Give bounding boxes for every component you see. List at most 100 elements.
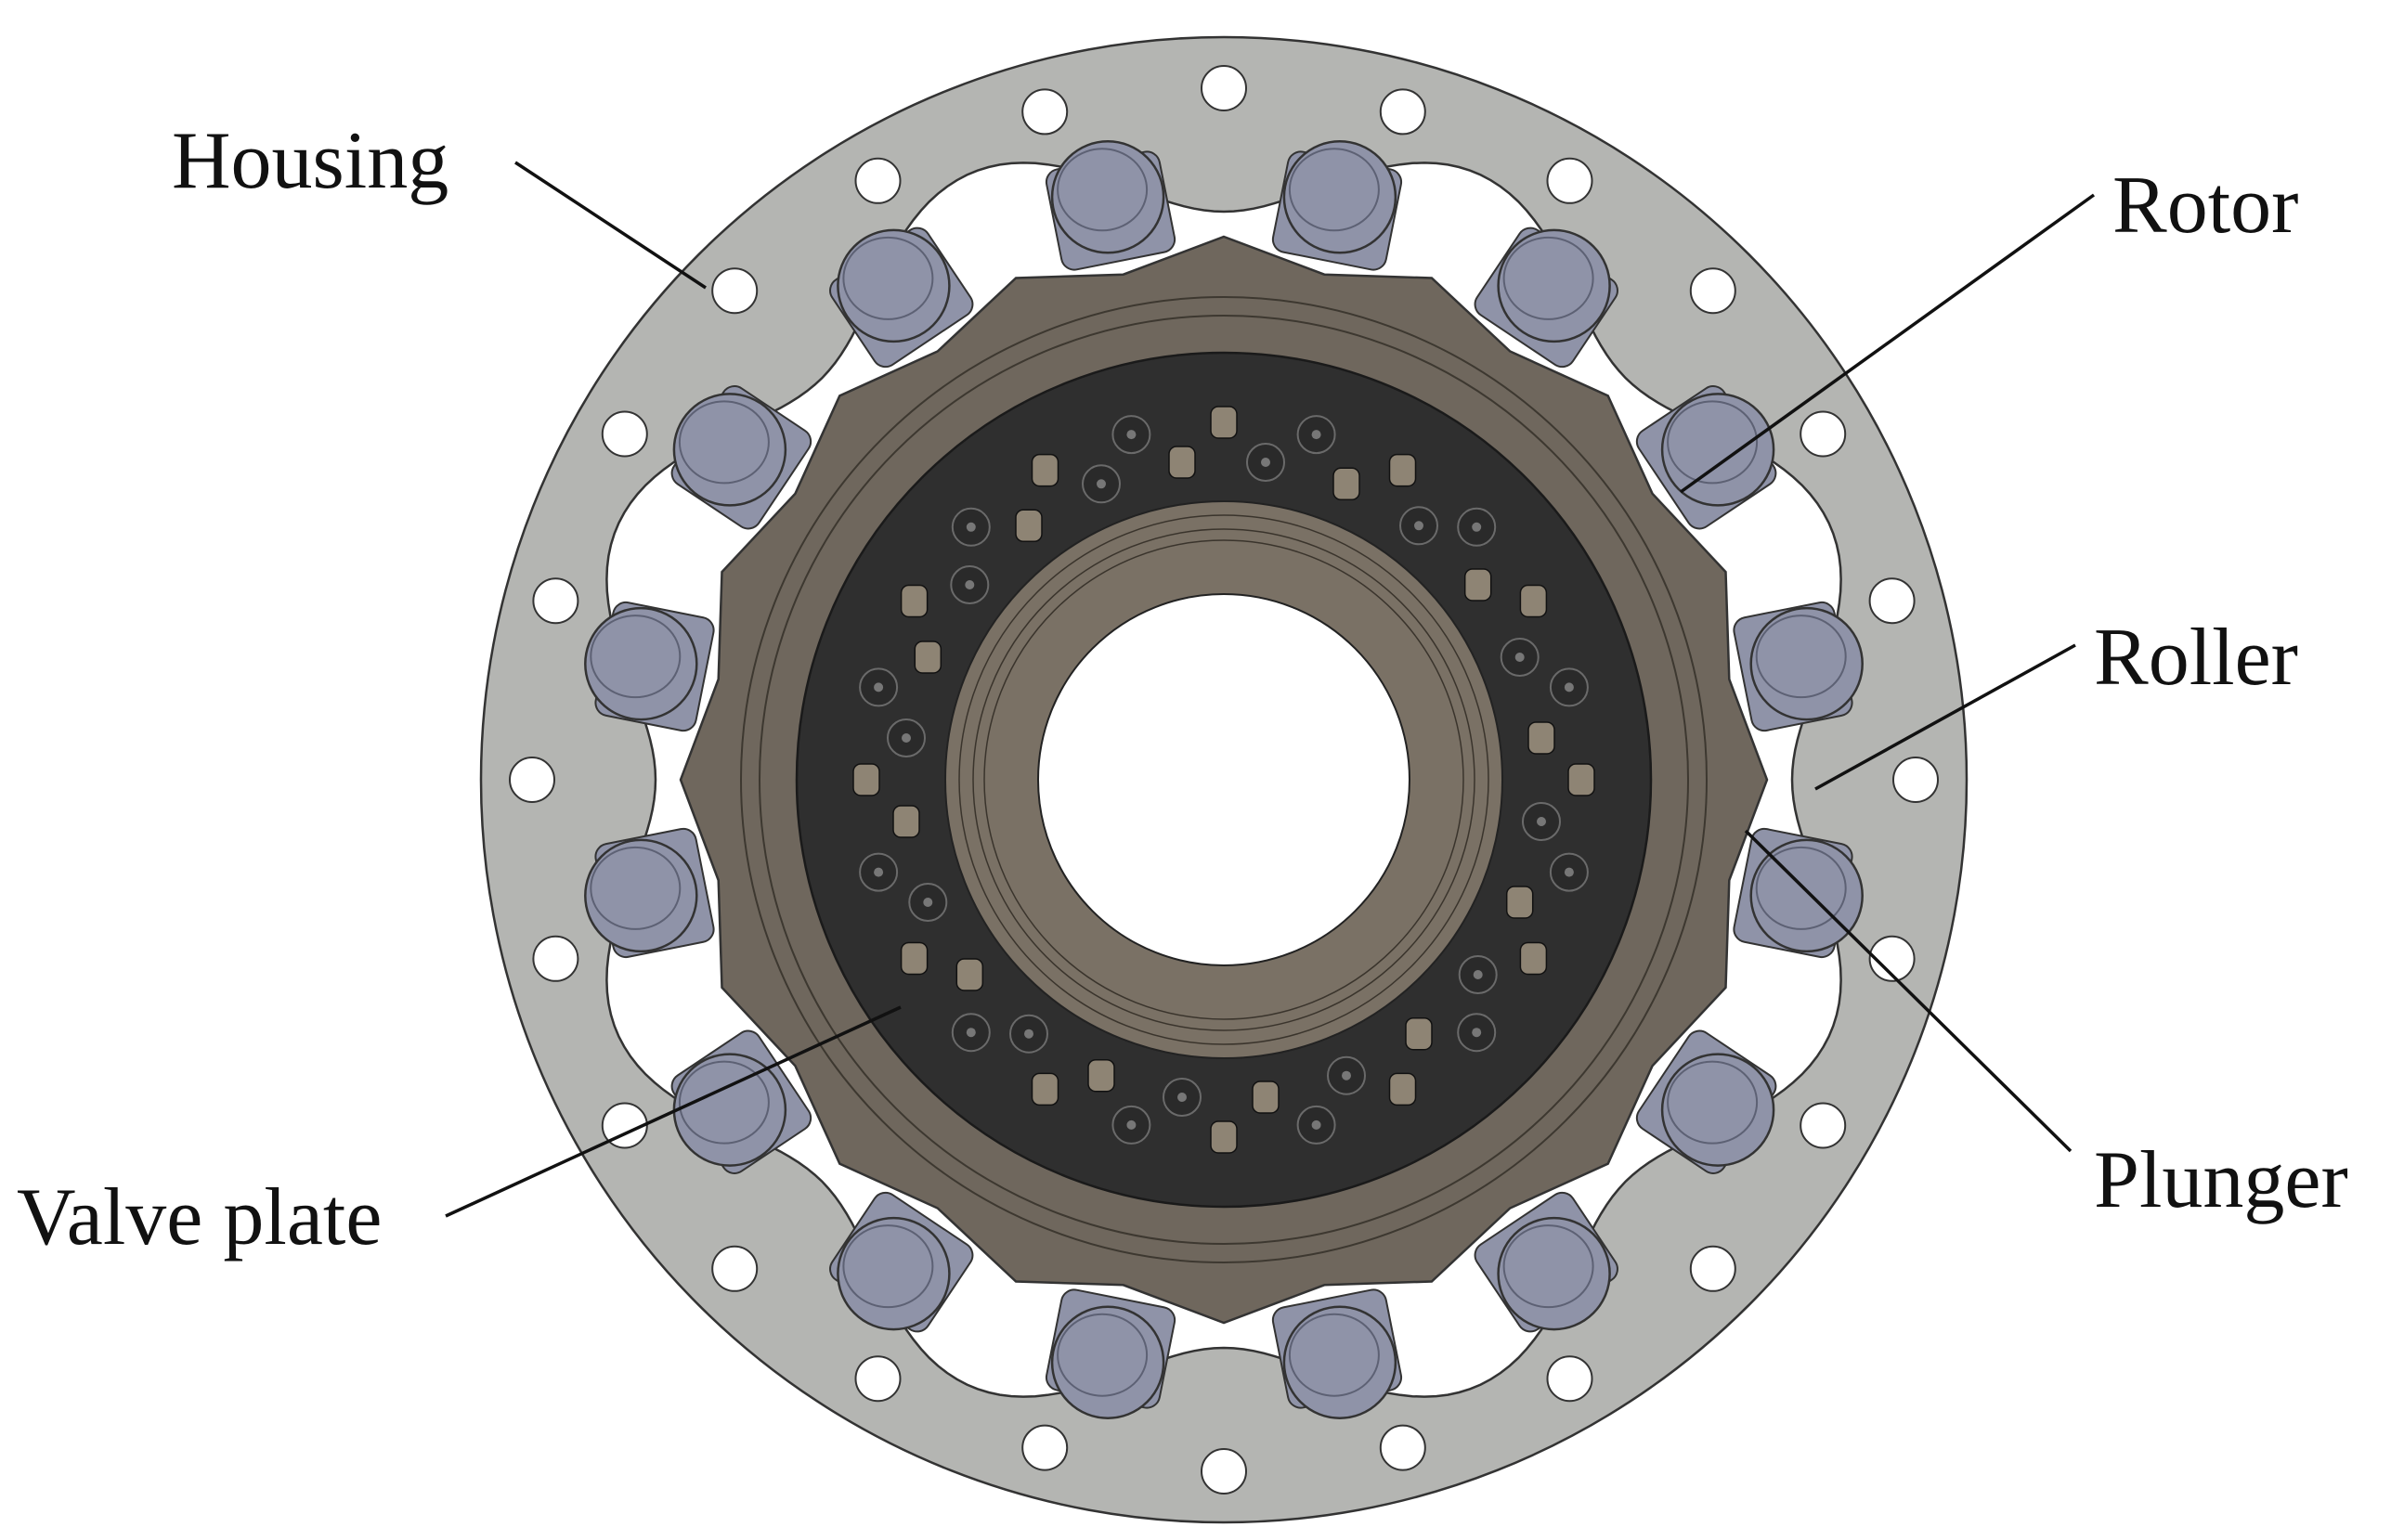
valve-plate-ports [852,406,1595,1154]
roller [1282,140,1397,254]
hub-groove-line [972,528,1475,1031]
valve-port [1388,1072,1417,1106]
roller-leader-line [1814,643,2076,791]
roller [1497,228,1611,343]
roller-rim [1057,148,1149,232]
bolt-hole [854,157,902,204]
bolt-hole [854,1355,902,1403]
bolt-hole [1379,1424,1426,1471]
valve-port-center [1311,1119,1321,1130]
valve-port-center [1311,430,1321,440]
roller-rim [1755,846,1847,930]
valve-port-center [1126,1119,1137,1130]
hub-groove-line [958,514,1489,1045]
valve-plate-leader-line [445,1005,902,1218]
bolt-hole [1868,935,1916,982]
valve-port-center [965,580,975,589]
valve-port-center [923,898,933,907]
bolt-hole [711,267,759,315]
valve-port [1332,467,1360,501]
roller [584,606,698,721]
housing-leader-line [514,161,707,290]
bolt-hole [601,410,648,458]
valve-port-center [1097,479,1106,489]
valve-port-center [1564,682,1574,692]
valve-port [1168,446,1196,479]
roller-rim [1288,1313,1380,1397]
roller-rim [1502,236,1594,320]
valve-port [1252,1081,1280,1114]
hub [944,500,1503,1059]
roller-rim [1667,400,1759,485]
valve-port [1527,721,1555,755]
valve-port-center [1472,1028,1482,1038]
bolt-hole [1892,757,1939,803]
bolt-hole [1379,88,1426,136]
plunger-label: Plunger [2094,1135,2348,1225]
housing-ring [479,35,1969,1524]
roller-rim [678,1060,770,1145]
valve-port [1505,886,1534,919]
bolt-hole [1201,1448,1247,1495]
bolt-hole [532,577,579,625]
bolt-hole [1800,1102,1847,1149]
valve-port-center [902,733,911,743]
valve-port [914,641,942,674]
valve-port [1210,1120,1238,1154]
valve-port-center [1472,522,1482,532]
valve-port [1463,568,1492,602]
roller-rim [842,1224,934,1309]
roller-assemblies [584,140,1864,1419]
valve-port-center [1514,653,1525,662]
valve-port [900,584,929,618]
roller-rim [590,615,682,699]
housing-bolt-holes [509,65,1939,1495]
hub-groove-line [983,539,1464,1020]
valve-port-center [966,1028,976,1038]
roller [837,228,951,343]
roller [584,838,698,953]
valve-port [1031,453,1059,487]
valve-port-center [1537,817,1546,826]
bolt-hole [1689,1245,1736,1292]
valve-port [1567,763,1595,796]
roller [672,393,787,507]
bolt-hole [1546,1355,1593,1403]
valve-port [1031,1072,1059,1106]
valve-port-center [874,682,884,692]
valve-plate-label: Valve plate [17,1172,383,1262]
valve-port [892,805,920,838]
roller-rim [1755,615,1847,699]
valve-port-center [1024,1029,1033,1039]
roller [1660,1053,1775,1167]
roller-rim [1288,148,1380,232]
roller [1497,1216,1611,1331]
valve-port [1519,584,1548,618]
valve-port-center [966,522,976,532]
roller-rim [1502,1224,1594,1309]
bolt-hole [1546,157,1593,204]
bolt-hole [711,1245,759,1292]
bolt-hole [532,935,579,982]
valve-port [900,941,929,976]
valve-port-center [1177,1093,1187,1102]
center-bore [1037,593,1410,966]
roller-rim [678,400,770,485]
roller-rim [590,846,682,930]
rotor-inner-edge [740,296,1708,1263]
bolt-hole [1021,1424,1069,1471]
valve-port-center [874,867,884,877]
roller [1660,393,1775,507]
valve-port [1388,453,1417,487]
rotor-leader-line [1679,193,2096,494]
valve-port-center [1261,458,1270,467]
bolt-hole [601,1102,648,1149]
valve-port [1015,509,1043,543]
roller [1749,606,1864,721]
valve-port-center [1342,1070,1351,1081]
callout-leader-lines [445,161,2096,1218]
valve-port-center [1126,430,1137,440]
roller [1749,838,1864,953]
bolt-hole [509,757,555,803]
